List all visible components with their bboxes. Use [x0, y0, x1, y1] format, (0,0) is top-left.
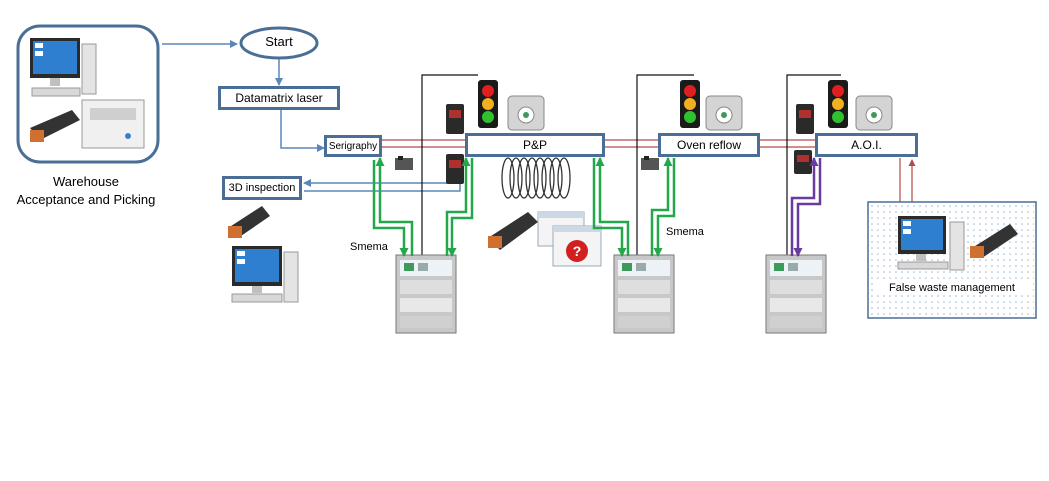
3d-inspection-node: 3D inspection	[222, 176, 302, 200]
center-barcode-scanner-icon	[488, 212, 538, 250]
plc-cabinet-icon-1	[395, 254, 457, 334]
inspection-computer-icon	[231, 246, 299, 303]
arrow-to-3d-inspection	[303, 156, 451, 187]
signal-line-2	[636, 74, 694, 258]
signal-line-1	[421, 74, 478, 258]
plc-cabinet-icon-2	[613, 254, 675, 334]
datamatrix-laser-node: Datamatrix laser	[218, 86, 340, 110]
junction-box-icon-1	[507, 95, 545, 131]
plc-cabinet-icon-3	[765, 254, 827, 334]
inspection-scanner-icon	[228, 206, 270, 238]
smema-arrows-2	[592, 157, 676, 257]
false-waste-computer-icon	[897, 216, 965, 271]
junction-box-icon-2	[705, 95, 743, 131]
label-printer-icon	[81, 99, 145, 149]
false-waste-label: False waste management	[874, 282, 1030, 294]
junction-box-icon-3	[855, 95, 893, 131]
error-window-icon: ?	[537, 211, 602, 267]
oven-reflow-node: Oven reflow	[658, 133, 760, 157]
signal-line-3	[786, 74, 841, 258]
pnp-node: P&P	[465, 133, 605, 157]
photo-sensor-icon-1	[395, 156, 413, 170]
false-waste-scanner-icon	[970, 224, 1018, 258]
serigraphy-node: Serigraphy	[324, 135, 382, 157]
fixed-scanner-icon-4	[794, 150, 812, 174]
smema-arrows-1	[372, 157, 474, 257]
fixed-scanner-icon-2	[446, 154, 464, 184]
smema-label-left: Smema	[350, 241, 388, 253]
fixed-scanner-icon-3	[796, 104, 814, 134]
warehouse-computer-icon	[30, 38, 97, 97]
barcode-scanner-icon	[30, 110, 80, 142]
start-label: Start	[265, 34, 293, 49]
traffic-light-icon-1	[478, 80, 498, 128]
fixed-scanner-icon-1	[446, 104, 464, 134]
traffic-light-icon-3	[828, 80, 848, 128]
smema-arrows-3	[790, 157, 822, 257]
arrow-datamatrix-serigraphy	[280, 110, 325, 152]
warehouse-label-line1: Warehouse	[53, 174, 119, 189]
line-to-3d-inspection	[304, 160, 461, 192]
smema-label-right: Smema	[666, 226, 704, 238]
svg-text:?: ?	[573, 243, 582, 259]
feeder-reel-icon	[501, 157, 571, 199]
warehouse-label-line2: Acceptance and Picking	[16, 192, 156, 207]
start-node	[239, 26, 319, 60]
traffic-light-icon-2	[680, 80, 700, 128]
photo-sensor-icon-2	[641, 156, 659, 170]
aoi-node: A.O.I.	[815, 133, 918, 157]
